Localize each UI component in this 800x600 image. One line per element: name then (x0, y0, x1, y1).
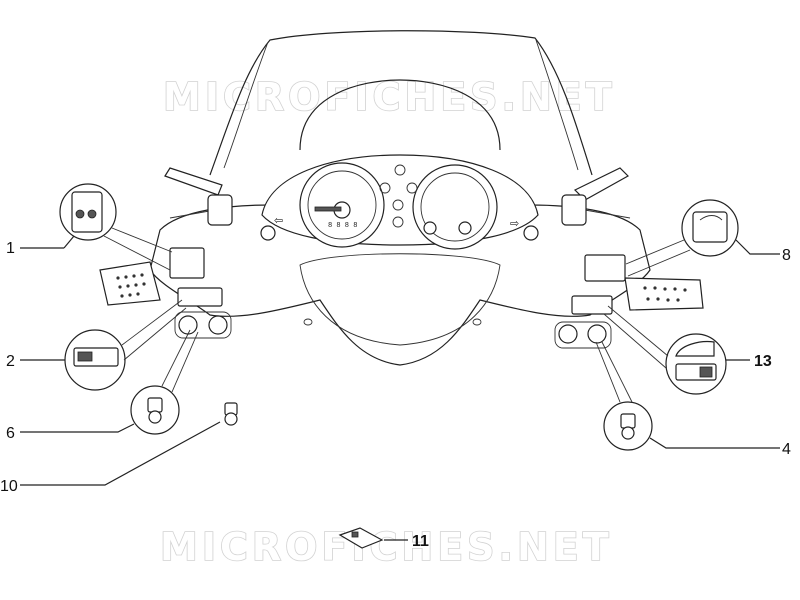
callout-number-10: 10 (0, 478, 18, 495)
callout-13-detail (603, 305, 750, 395)
watermark-bottom: MICROFICHES.NET (160, 525, 613, 569)
right-switchgear (554, 254, 626, 349)
turn-left-indicator: ⇦ (274, 215, 283, 227)
callout-number-6: 6 (6, 425, 15, 442)
callout-6-detail (20, 329, 199, 435)
callout-2-detail (20, 299, 187, 391)
callout-number-2: 2 (6, 353, 15, 370)
handlebar-body (149, 204, 651, 366)
callout-number-8: 8 (782, 247, 791, 264)
right-grip (624, 277, 704, 311)
callout-number-4: 4 (782, 441, 791, 458)
windscreen (209, 30, 593, 176)
watermark-top: MICROFICHES.NET (163, 75, 616, 119)
callout-8-detail (625, 199, 780, 277)
left-switchgear (169, 247, 232, 339)
callout-number-1: 1 (6, 240, 15, 257)
callout-1-detail (20, 183, 173, 271)
callout-4-detail (595, 341, 780, 451)
tachometer (412, 164, 498, 250)
callout-11-detail (338, 527, 408, 549)
callout-number-11: 11 (412, 533, 429, 550)
callout-number-13: 13 (754, 353, 772, 370)
speedometer-needle (314, 206, 342, 212)
left-grip (99, 261, 161, 306)
instrument-cluster: 8 8 8 8 ⇦ ⇨ (260, 154, 539, 250)
turn-right-indicator: ⇨ (510, 218, 519, 230)
callout-10-detail (20, 402, 238, 486)
odometer: 8 8 8 8 (328, 222, 357, 230)
mirror-mounts (164, 167, 629, 226)
